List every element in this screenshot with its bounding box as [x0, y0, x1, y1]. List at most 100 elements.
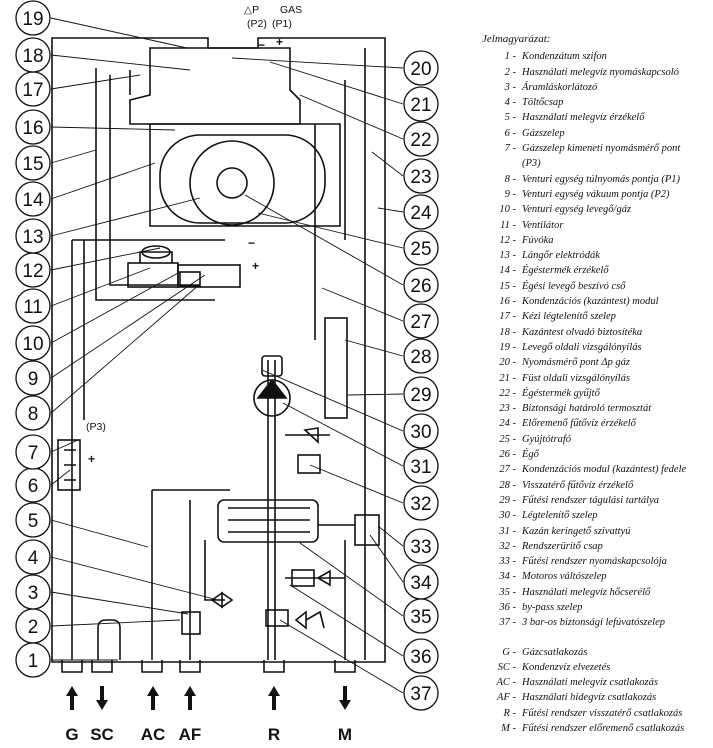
p3-label: (P3) [86, 421, 106, 433]
callout-circle [15, 145, 51, 181]
callout-circle [403, 448, 439, 484]
legend-row: 21 -Füst oldali vizsgálónyílás [482, 371, 710, 386]
callout-21: 21 [403, 86, 439, 122]
legend-key: 24 - [499, 418, 516, 430]
legend-row: AC -Használati melegvíz csatlakozás [482, 675, 710, 690]
callout-leader [50, 149, 97, 164]
callout-circle [403, 638, 439, 674]
legend-key: 4 - [504, 97, 516, 109]
connection-m: M [338, 686, 352, 744]
callout-leader [321, 287, 404, 322]
callout-number: 28 [410, 347, 431, 368]
callout-circle [15, 288, 51, 324]
callout-22: 22 [403, 121, 439, 157]
svg-text:+: + [88, 452, 95, 466]
legend-row: 10 -Venturi egység levegő/gáz [482, 202, 710, 217]
legend-text: Gázszelep kimeneti nyomásmérő pont [522, 143, 681, 155]
legend-key: 6 - [504, 127, 516, 139]
legend-key: 28 - [499, 479, 516, 491]
legend-key: 12 - [499, 234, 516, 246]
legend-key: 8 - [504, 173, 516, 185]
legend-text: Fúvóka [522, 234, 554, 246]
callout-20: 20 [403, 50, 439, 86]
legend-text: Lángőr elektródák [522, 250, 600, 262]
callout-number: 16 [22, 118, 43, 139]
callout-leader [50, 267, 151, 307]
callout-number: 4 [28, 548, 39, 569]
callout-leader [50, 519, 149, 548]
callout-10: 10 [15, 325, 51, 361]
legend-row: 23 -Biztonsági határoló termosztát [482, 401, 710, 416]
legend-row: 34 -Motoros váltószelep [482, 569, 710, 584]
legend-text: (P3) [522, 158, 541, 170]
legend-text: Gázcsatlakozás [522, 646, 588, 658]
callout-5: 5 [15, 502, 51, 538]
legend-row: 26 -Égő [482, 447, 710, 462]
legend-row: 16 -Kondenzációs (kazántest) modul [482, 294, 710, 309]
legend-row: 4 -Töltőcsap [482, 95, 710, 110]
legend-text: Biztonsági határoló termosztát [522, 403, 652, 415]
callout-leader [231, 57, 404, 69]
legend-row: 31 -Kazán keringető szivattyú [482, 524, 710, 539]
legend-key: 1 - [504, 51, 516, 63]
callout-number: 8 [28, 404, 39, 425]
burner-core [216, 167, 248, 199]
legend-key: 27 - [499, 464, 516, 476]
legend-key: 36 - [499, 601, 516, 613]
callout-circle [403, 528, 439, 564]
arrow-up-icon [147, 686, 159, 696]
legend-text: Kondenzációs modul (kazántest) fedele [522, 464, 687, 476]
legend-row: 30 -Légtelenítő szelep [482, 508, 710, 523]
legend-row: 2 -Használati melegvíz nyomáskapcsoló [482, 65, 710, 80]
callout-number: 29 [410, 385, 431, 406]
callout-leader [50, 469, 71, 486]
callout-number: 13 [22, 227, 43, 248]
callout-16: 16 [15, 109, 51, 145]
top-labels: △P GAS (P2) (P1) (P3) [86, 4, 302, 433]
callout-8: 8 [15, 395, 51, 431]
legend-key: 29 - [499, 494, 516, 506]
callout-number: 14 [22, 190, 44, 211]
callout-number: 7 [28, 443, 39, 464]
burner-ring [189, 140, 275, 226]
legend-row: 18 -Kazántest olvadó biztosítéka [482, 325, 710, 340]
callout-circle [403, 675, 439, 711]
callout-32: 32 [403, 485, 439, 521]
callout-circle [15, 502, 51, 538]
flue-collector [129, 47, 301, 125]
callout-leader [50, 556, 219, 601]
legend-key: 17 - [499, 311, 516, 323]
legend-key: 33 - [499, 556, 516, 568]
legend-row: 17 -Kézi légtelenítő szelep [482, 309, 710, 324]
legend-row: 35 -Használati melegvíz hőcserélő [482, 585, 710, 600]
callout-circle [15, 37, 51, 73]
svg-text:+: + [252, 259, 259, 273]
condensation-module [149, 123, 341, 227]
callout-circle [403, 86, 439, 122]
air-intake-pipe [95, 68, 215, 301]
legend-text: Rendszerürítő csap [522, 540, 603, 552]
legend-key: 22 - [499, 387, 516, 399]
callout-12: 12 [15, 252, 51, 288]
callout-6: 6 [15, 467, 51, 503]
callout-leader [50, 17, 188, 49]
callout-leader [371, 151, 404, 177]
legend-row: M -Fűtési rendszer előremenő csatlakozás [482, 721, 710, 736]
legend-row: 25 -Gyújtótrafó [482, 432, 710, 447]
legend-key [482, 156, 522, 171]
callout-13: 13 [15, 218, 51, 254]
legend-row: 14 -Égéstermék érzékelő [482, 263, 710, 278]
legend-key: 25 - [499, 433, 516, 445]
callout-1: 1 [15, 642, 51, 678]
legend-text: Ventilátor [522, 219, 564, 231]
p1-label: (P1) [272, 18, 292, 30]
legend-row: 37 -3 bar-os biztonsági lefúvatószelep [482, 615, 710, 630]
callout-leader [344, 339, 404, 357]
connection-g: G [65, 686, 79, 744]
callout-number: 3 [28, 583, 39, 604]
callout-7: 7 [15, 434, 51, 470]
legend-text: Kazán keringető szivattyú [522, 525, 631, 537]
callout-leader [50, 126, 176, 131]
legend-row: 36 -by-pass szelep [482, 600, 710, 615]
